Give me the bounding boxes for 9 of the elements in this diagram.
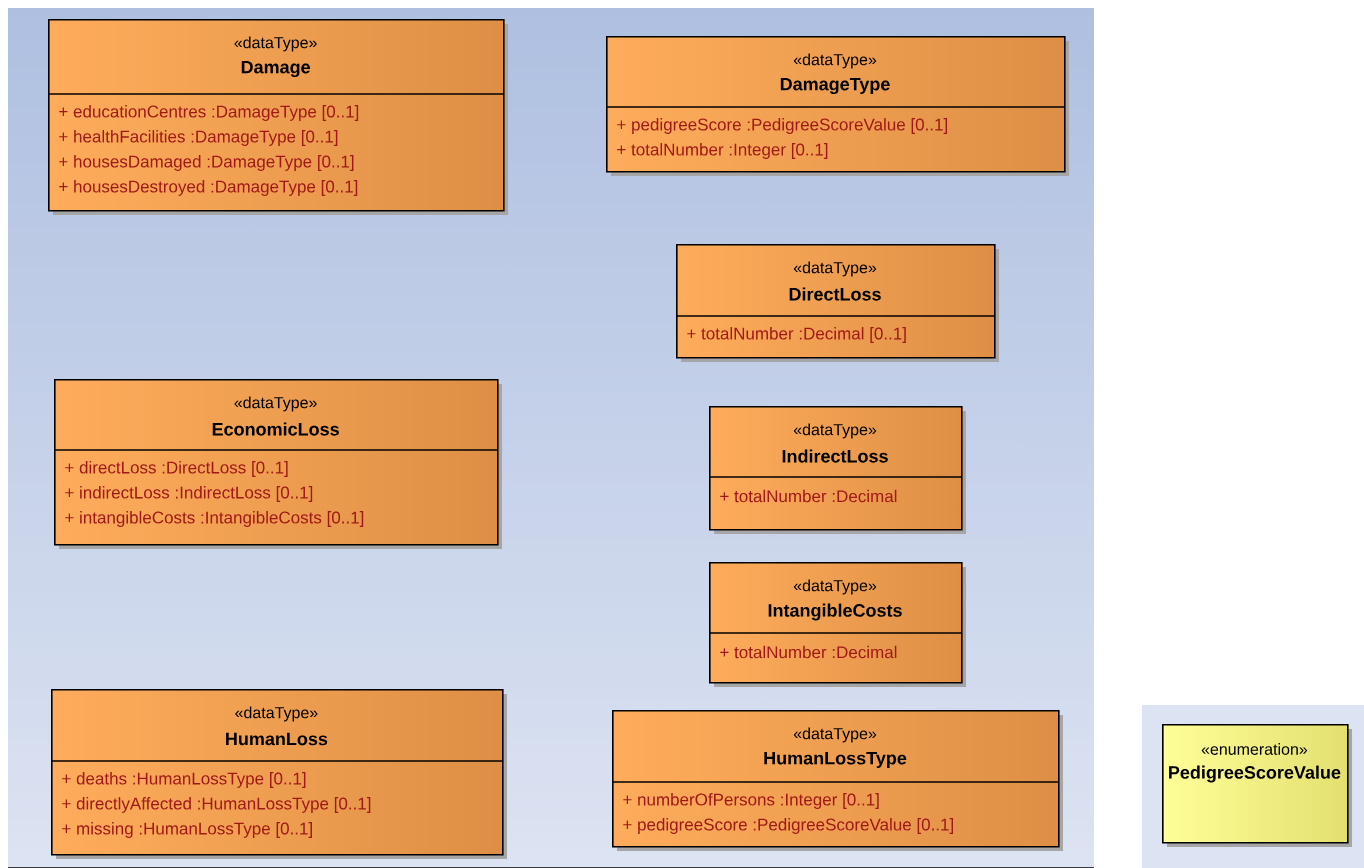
class-box: «dataType» IntangibleCosts + totalNumber :Decimal <box>708 562 966 687</box>
class-box: «dataType» DamageType + pedigreeScore :PedigreeScoreValue [0..1] + totalNumber :Integer [0..1] <box>605 36 1069 176</box>
class-box: «dataType» IndirectLoss + totalNumber :Decimal <box>708 406 966 534</box>
enumeration-box: «enumeration» PedigreeScoreValue <box>1162 724 1352 847</box>
class-box: «dataType» HumanLossType + numberOfPersons :Integer [0..1] + pedigreeScore :PedigreeScoreValue [0..1] <box>611 710 1063 851</box>
class-box: «dataType» HumanLoss + deaths :HumanLossType [0..1] + directlyAffected :HumanLossType [0..1] + missing :HumanLossType [0..1] <box>50 689 507 859</box>
class-box: «dataType» EconomicLoss + directLoss :DirectLoss [0..1] + indirectLoss :IndirectLoss [0..1] + intangibleCosts :IntangibleCosts [0..1] <box>53 379 502 549</box>
class-box: «dataType» Damage + educationCentres :DamageType [0..1] + healthFacilities :DamageType [0..1] + housesDamaged :DamageType [0..1] + housesDestroyed :DamageType [0..1] <box>47 19 508 215</box>
class-box: «dataType» DirectLoss + totalNumber :Decimal [0..1] <box>675 244 999 362</box>
